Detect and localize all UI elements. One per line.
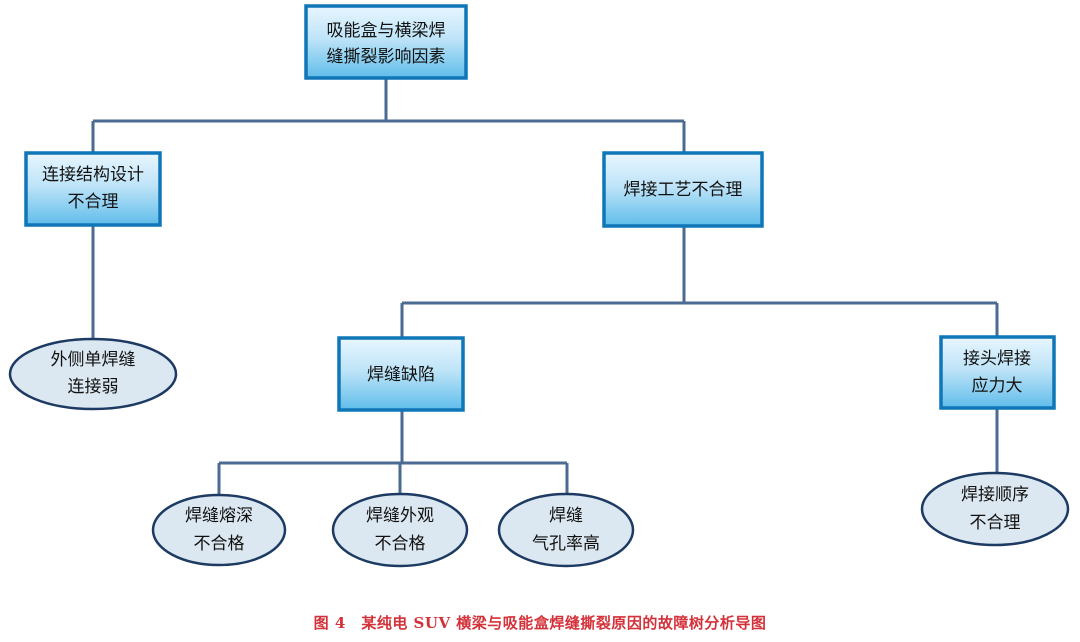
node-sequence-line-2: 不合理 — [970, 513, 1021, 533]
node-appearance-line-2: 不合格 — [375, 534, 426, 554]
node-penetration-line-2: 不合格 — [194, 534, 245, 554]
node-connection-design-line-1: 连接结构设计 — [42, 165, 144, 185]
node-appearance: 焊缝外观 不合格 — [331, 492, 469, 568]
node-welding-process-line-1: 焊接工艺不合理 — [624, 180, 743, 200]
node-sequence: 焊接顺序 不合理 — [920, 471, 1070, 547]
node-appearance-line-1: 焊缝外观 — [366, 506, 434, 526]
connectors — [91, 78, 999, 494]
node-porosity: 焊缝 气孔率高 — [497, 492, 635, 568]
node-welding-process: 焊接工艺不合理 — [602, 151, 764, 228]
node-outer-single-weld-line-1: 外侧单焊缝 — [51, 350, 136, 370]
node-weld-defect-line-1: 焊缝缺陷 — [367, 365, 435, 385]
node-penetration-line-1: 焊缝熔深 — [185, 506, 253, 526]
node-connection-design-line-2: 不合理 — [68, 192, 119, 212]
node-joint-stress: 接头焊接 应力大 — [939, 335, 1056, 410]
node-joint-stress-line-2: 应力大 — [972, 376, 1023, 396]
node-penetration: 焊缝熔深 不合格 — [151, 493, 287, 567]
node-porosity-line-1: 焊缝 — [549, 506, 583, 526]
node-root-line-2: 缝撕裂影响因素 — [327, 47, 446, 67]
node-porosity-line-2: 气孔率高 — [532, 534, 600, 554]
figure-caption: 图 4 某纯电 SUV 横梁与吸能盒焊缝撕裂原因的故障树分析导图 — [313, 614, 767, 632]
node-joint-stress-line-1: 接头焊接 — [963, 349, 1031, 369]
node-weld-defect: 焊缝缺陷 — [337, 336, 465, 412]
node-outer-single-weld-line-2: 连接弱 — [68, 377, 119, 397]
node-outer-single-weld: 外侧单焊缝 连接弱 — [8, 337, 178, 411]
node-sequence-line-1: 焊接顺序 — [961, 485, 1029, 505]
node-connection-design: 连接结构设计 不合理 — [24, 151, 162, 227]
node-root: 吸能盒与横梁焊 缝撕裂影响因素 — [304, 4, 468, 80]
node-root-line-1: 吸能盒与横梁焊 — [327, 21, 446, 41]
